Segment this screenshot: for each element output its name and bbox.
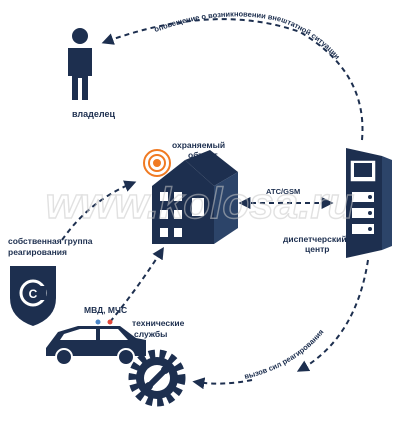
arrow-call-to-tech — [192, 377, 253, 390]
dispatch-label-line1: диспетчерский — [283, 234, 347, 244]
gear-wrench-icon — [128, 349, 186, 407]
dispatch-label-line2: центр — [305, 244, 329, 254]
person-icon — [68, 28, 92, 100]
police-label: МВД, МЧС — [84, 305, 127, 315]
svg-text:вызов сил реагирования: вызов сил реагирования — [243, 327, 325, 380]
watermark: www.kolosa.ru — [46, 179, 355, 228]
arrow-police-to-object — [109, 246, 164, 323]
own-group-label-line1: собственная группа — [8, 236, 93, 246]
call-path-label: вызов сил реагирования — [243, 327, 325, 380]
arrow-own-group-to-object — [61, 180, 137, 241]
object-label-line1: охраняемый — [172, 140, 225, 150]
signal-icon — [143, 149, 171, 177]
own-group-label-line2: реагирования — [8, 247, 67, 257]
object-label-line2: объект — [188, 150, 218, 160]
server-rack-icon — [346, 148, 392, 258]
tech-label-line1: технические — [132, 318, 185, 328]
police-car-icon — [46, 319, 146, 366]
svg-text:оповещение о возникновении вне: оповещение о возникновении внештатной си… — [153, 9, 342, 61]
arrow-dispatch-to-call — [296, 259, 369, 372]
connection-arrows — [61, 18, 369, 390]
arrow-dispatch-to-owner — [101, 18, 364, 141]
notify-path-label: оповещение о возникновении внештатной си… — [153, 9, 342, 61]
owner-label: владелец — [72, 109, 115, 119]
link-label: АТС/GSM — [266, 187, 300, 196]
tech-label-line2: службы — [134, 329, 167, 339]
shield-icon: С — [10, 266, 56, 326]
svg-text:С: С — [29, 287, 38, 301]
house-icon — [143, 149, 238, 244]
